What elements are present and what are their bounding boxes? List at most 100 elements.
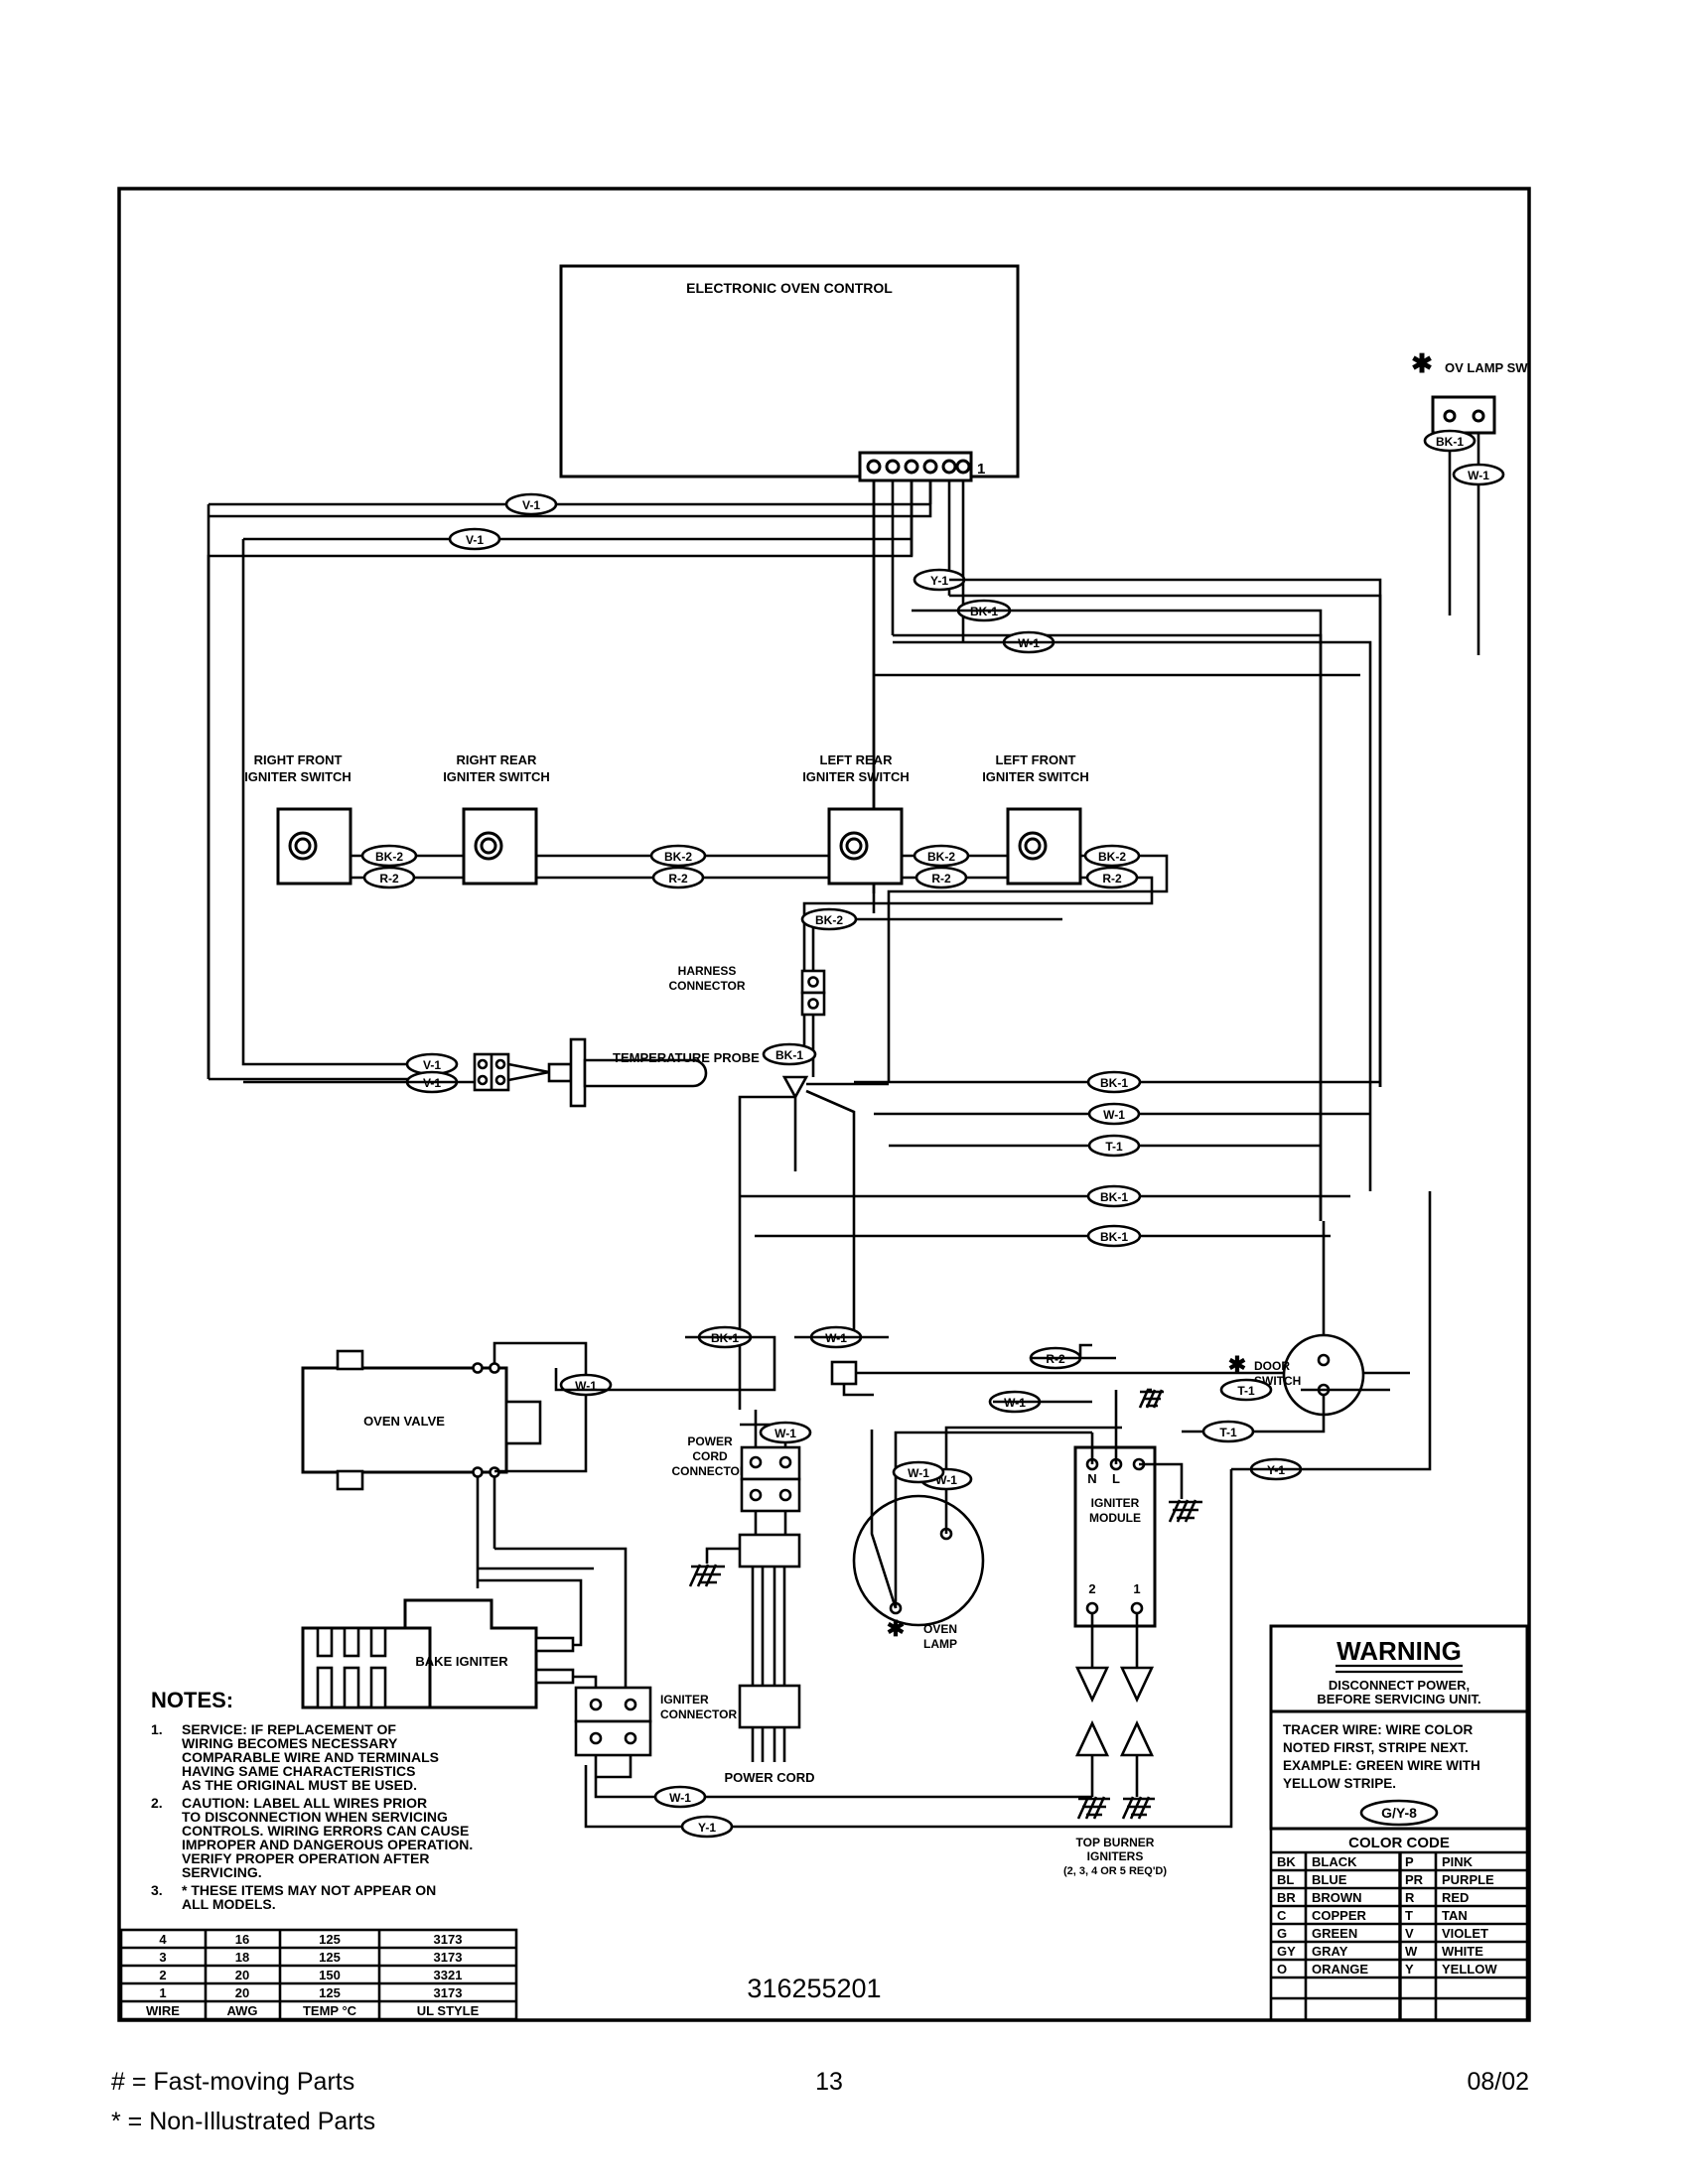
wire-network-upper-2 (910, 480, 932, 556)
color-code-r1-name2: PURPLE (1442, 1872, 1494, 1887)
wire-label-w1-lampsw: W-1 (1452, 463, 1505, 486)
wire-label-w1-ovenvalve: W-1 (559, 1373, 613, 1397)
right-rear-igniter-switch-label-line2: IGNITER SWITCH (443, 769, 550, 784)
wire-table-header-wire: WIRE (146, 2003, 180, 2018)
top-burner-igniters-label-line1: TOP BURNER (1076, 1836, 1155, 1849)
left-rear-igniter-switch-label-line2: IGNITER SWITCH (802, 769, 910, 784)
oven-lamp-label-line2: LAMP (923, 1637, 957, 1651)
left-front-igniter-switch-label-line2: IGNITER SWITCH (982, 769, 1089, 784)
wire-table-r2-c1: 20 (235, 1968, 249, 1982)
burner-igniter-arrow-down-1 (1119, 1666, 1155, 1704)
oven-lamp-switch: ✱ OV LAMP SW (1411, 348, 1528, 655)
wire-label-y1-bottom: Y-1 (680, 1815, 734, 1839)
note-2-number: 2. (151, 1795, 163, 1811)
svg-text:BK-1: BK-1 (1436, 435, 1464, 449)
color-code-r6-name1: ORANGE (1312, 1962, 1368, 1977)
note-2-line-6: SERVICING. (182, 1864, 262, 1880)
note-3-number: 3. (151, 1882, 163, 1898)
color-code-r6-abbr2: Y (1405, 1962, 1414, 1977)
color-code-r4-abbr1: G (1277, 1926, 1287, 1941)
svg-text:V-1: V-1 (522, 498, 540, 512)
note-1-line-4: HAVING SAME CHARACTERISTICS (182, 1763, 415, 1779)
wire-label-bk1-harness: BK-1 (762, 1042, 817, 1066)
power-cord-connector-label-line1: POWER (687, 1434, 733, 1448)
color-code-r5-abbr1: GY (1277, 1944, 1296, 1959)
asterisk-icon-oven-lamp-sw: ✱ (1411, 348, 1433, 378)
svg-text:R-2: R-2 (1102, 872, 1122, 886)
note-1-line-3: COMPARABLE WIRE AND TERMINALS (182, 1749, 439, 1765)
igniter-switch-row: RIGHT FRONT IGNITER SWITCH RIGHT REAR IG… (244, 752, 1089, 886)
left-front-igniter-switch-label-line1: LEFT FRONT (996, 752, 1076, 767)
svg-text:Y-1: Y-1 (930, 574, 948, 588)
wire-label-t1-col1: T-1 (1087, 1134, 1141, 1158)
svg-text:W-1: W-1 (774, 1427, 796, 1440)
wire-label-v1-b: V-1 (448, 527, 501, 551)
svg-text:T-1: T-1 (1105, 1140, 1123, 1154)
svg-text:T-1: T-1 (1219, 1426, 1237, 1439)
warning-line-2: BEFORE SERVICING UNIT. (1317, 1692, 1480, 1706)
diagram-border (117, 187, 1531, 2022)
color-code-r5-abbr2: W (1405, 1944, 1418, 1959)
wire-table-r1-c0: 3 (159, 1950, 166, 1965)
wire-table-header-awg: AWG (226, 2003, 257, 2018)
temperature-probe-label: TEMPERATURE PROBE (613, 1050, 760, 1065)
wire-table-r3-c1: 20 (235, 1985, 249, 2000)
top-burner-igniters: TOP BURNER IGNITERS (2, 3, 4 OR 5 REQ'D) (1063, 1613, 1167, 1877)
color-code-r6-name2: YELLOW (1442, 1962, 1497, 1977)
burner-igniter-arrow-down-2 (1074, 1666, 1110, 1704)
right-rear-igniter-switch-label-line1: RIGHT REAR (457, 752, 538, 767)
wire-label-r2-2: R-2 (651, 866, 705, 889)
footer-legend-fast: # = Fast-moving Parts (111, 2068, 354, 2096)
wire-table-r3-c2: 125 (319, 1985, 341, 2000)
svg-text:R-2: R-2 (668, 872, 688, 886)
svg-text:BK-1: BK-1 (1100, 1230, 1128, 1244)
top-burner-igniters-label-line2: IGNITERS (1087, 1849, 1144, 1863)
igniter-module-terminal-n: N (1087, 1471, 1096, 1486)
svg-text:W-1: W-1 (669, 1791, 691, 1805)
wire-table-header-temp: TEMP °C (303, 2003, 357, 2018)
power-cord: POWER CORD (688, 1511, 815, 1785)
svg-text:BK-1: BK-1 (1100, 1190, 1128, 1204)
bottom-left-wiring (584, 1469, 1233, 1829)
temperature-probe: TEMPERATURE PROBE (473, 1037, 760, 1108)
igniter-connector-label-line2: CONNECTOR (660, 1707, 737, 1721)
color-code-r0-name2: PINK (1442, 1854, 1474, 1869)
wire-label-t1-door: T-1 (1201, 1420, 1255, 1443)
igniter-module-label-line2: MODULE (1089, 1511, 1141, 1525)
note-3-line-1: * THESE ITEMS MAY NOT APPEAR ON (182, 1882, 436, 1898)
bake-igniter-wiring (478, 1547, 628, 1688)
left-rear-igniter-switch-label-line1: LEFT REAR (820, 752, 894, 767)
wire-label-bk1-col2: BK-1 (1086, 1184, 1142, 1208)
svg-text:V-1: V-1 (466, 533, 484, 547)
warning-box: WARNING DISCONNECT POWER, BEFORE SERVICI… (1269, 1624, 1529, 1831)
notes-block: NOTES: 1. SERVICE: IF REPLACEMENT OF WIR… (151, 1688, 473, 1912)
power-cord-connector-label-line3: CONNECTOR (671, 1464, 748, 1478)
color-code-r5-name2: WHITE (1442, 1944, 1483, 1959)
wire-table-r0-c0: 4 (159, 1932, 167, 1947)
wire-table-r0-c1: 16 (235, 1932, 249, 1947)
igniter-module-label-line1: IGNITER (1091, 1496, 1140, 1510)
wire-table-r0-c2: 125 (319, 1932, 341, 1947)
oven-lamp: ✱ OVEN LAMP (852, 1426, 1122, 1651)
power-cord-label: POWER CORD (725, 1770, 815, 1785)
warning-title: WARNING (1336, 1636, 1462, 1666)
control-connector: 1 (858, 451, 985, 482)
igniter-module-terminal-2: 2 (1088, 1581, 1095, 1596)
color-code-r6-abbr1: O (1277, 1962, 1287, 1977)
svg-text:W-1: W-1 (908, 1466, 929, 1480)
color-code-r5-name1: GRAY (1312, 1944, 1348, 1959)
harness-connector-label-line1: HARNESS (678, 964, 737, 978)
color-code-r2-name1: BROWN (1312, 1890, 1362, 1905)
svg-text:T-1: T-1 (1237, 1384, 1255, 1398)
color-code-r4-name1: GREEN (1312, 1926, 1357, 1941)
tracer-line-2: NOTED FIRST, STRIPE NEXT. (1283, 1740, 1469, 1755)
top-burner-igniters-label-line3: (2, 3, 4 OR 5 REQ'D) (1063, 1865, 1167, 1877)
color-code-r0-abbr2: P (1405, 1854, 1414, 1869)
note-2-line-1: CAUTION: LABEL ALL WIRES PRIOR (182, 1795, 427, 1811)
footer-date: 08/02 (1467, 2068, 1529, 2096)
color-code-r1-abbr2: PR (1405, 1872, 1424, 1887)
tracer-line-4: YELLOW STRIPE. (1283, 1776, 1396, 1791)
color-code-r3-name2: TAN (1442, 1908, 1468, 1923)
